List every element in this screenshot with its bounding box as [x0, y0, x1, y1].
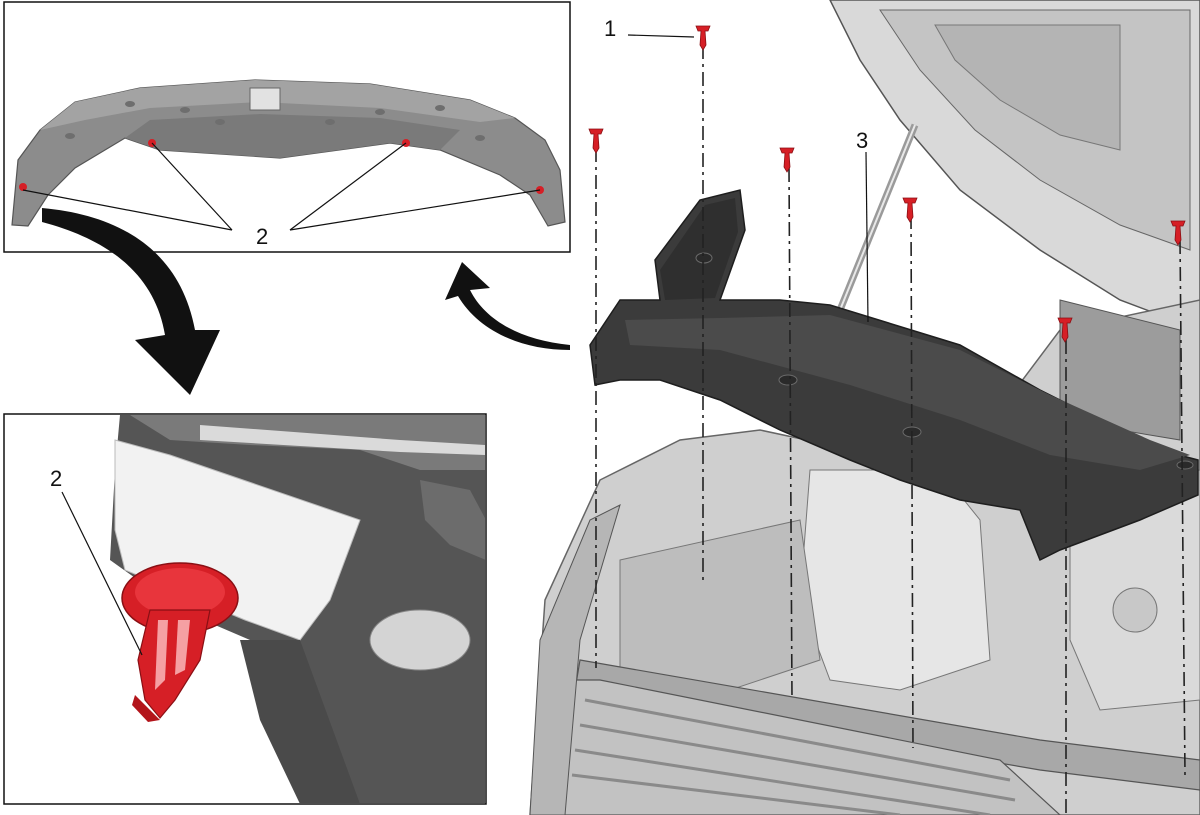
radiator-cover-top-face	[625, 315, 1190, 470]
callout-2-label-top: 2	[256, 224, 268, 249]
radiator-core	[1059, 299, 1181, 441]
panel-underside-recess	[125, 114, 460, 158]
right-component-cap	[1112, 587, 1158, 633]
left-fender	[529, 504, 621, 815]
callout-2-label-detail: 2	[50, 466, 62, 491]
panel-underside-bosses	[65, 101, 485, 141]
callout-2-leaders-top	[22, 142, 541, 231]
detail-panel-lower-shade	[240, 640, 360, 803]
callout-3-leader	[865, 151, 869, 323]
hood-strut-rod	[839, 124, 916, 311]
panel-center-bracket	[249, 87, 281, 111]
engine-bay-scene: 1 3	[529, 0, 1200, 815]
hood-inner-panel	[934, 24, 1121, 151]
push-pin-clip-icon	[121, 562, 239, 722]
engine-block-lower	[619, 519, 821, 701]
curved-arrow-icon	[42, 208, 220, 395]
fastener-alignment-lines	[595, 45, 1186, 815]
callout-2-leader-detail	[61, 491, 143, 656]
grille-slats	[571, 698, 1016, 815]
detail-panel-edge-highlight	[200, 425, 485, 455]
radiator-cover-left-arm	[660, 198, 738, 300]
detail-panel-hole	[369, 609, 471, 671]
callout-1-label: 1	[604, 16, 616, 41]
push-pin-clip-icon	[588, 25, 1186, 343]
callout-3-label: 3	[856, 128, 868, 153]
top-inset: 2	[3, 1, 571, 253]
callout-1-leader	[627, 34, 695, 38]
bottom-inset: 2	[3, 413, 487, 805]
curved-arrow-icon	[445, 262, 570, 350]
engine-block	[799, 469, 991, 691]
panel-underside-top-edge	[40, 80, 515, 130]
detail-panel-right-rib	[420, 480, 485, 560]
inset-clip-markers	[19, 139, 544, 194]
